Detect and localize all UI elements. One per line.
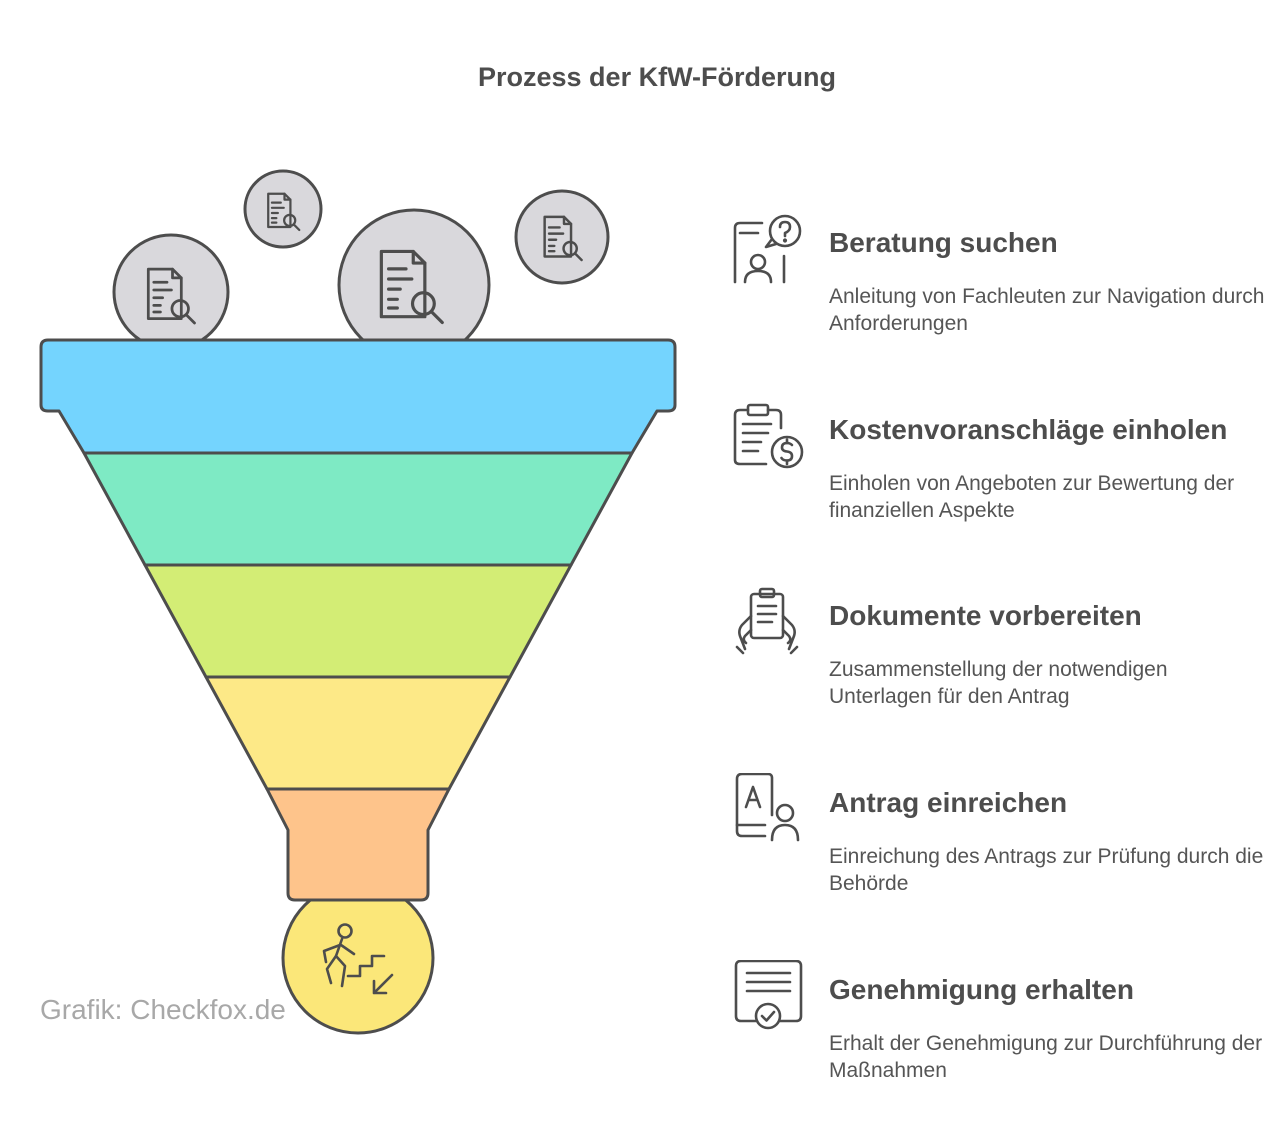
- funnel-stage-2: [82, 451, 634, 567]
- step-description: Erhalt der Genehmigung zur Durchführung …: [829, 1032, 1263, 1082]
- step-description: Einreichung des Antrags zur Prüfung durc…: [829, 845, 1264, 895]
- document-search-icon: [146, 267, 196, 325]
- bubble-small-left: [112, 233, 230, 351]
- approved-certificate-icon: [734, 960, 803, 1030]
- step-heading: Antrag einreichen: [829, 787, 1068, 818]
- page-title: Prozess der KfW-Förderung: [478, 62, 836, 92]
- step-description: Einholen von Angeboten zur Bewertung der…: [829, 472, 1235, 522]
- step-description: Anleitung von Fachleuten zur Navigation …: [829, 285, 1265, 335]
- step-description: Zusammenstellung der notwendigen Unterla…: [829, 658, 1168, 708]
- document-search-icon: [379, 249, 444, 325]
- funnel-stage-3: [143, 563, 573, 679]
- step-heading: Genehmigung erhalten: [829, 974, 1134, 1005]
- funnel-stage-5: [265, 787, 451, 902]
- bubble-large-center: [337, 208, 491, 362]
- funnel-outlet: [281, 881, 435, 1035]
- funnel-stage-4: [204, 675, 512, 791]
- hands-holding-document-icon: [735, 587, 799, 655]
- clipboard-dollar-icon: [733, 403, 804, 469]
- step-heading: Dokumente vorbereiten: [829, 600, 1142, 631]
- document-search-icon: [543, 215, 583, 262]
- bubble-small-right: [514, 189, 610, 285]
- application-person-icon: [735, 773, 800, 842]
- step-heading: Beratung suchen: [829, 227, 1058, 258]
- funnel-stage-1: [39, 338, 677, 455]
- bubble-tiny-top: [243, 169, 323, 249]
- source-watermark: Grafik: Checkfox.de: [40, 994, 286, 1025]
- step-heading: Kostenvoranschläge einholen: [829, 414, 1228, 445]
- person-climbing-stairs-icon: [322, 923, 394, 995]
- funnel-diagram: [39, 169, 677, 1035]
- document-search-icon: [267, 192, 301, 232]
- phone-consultation-icon: [733, 214, 802, 284]
